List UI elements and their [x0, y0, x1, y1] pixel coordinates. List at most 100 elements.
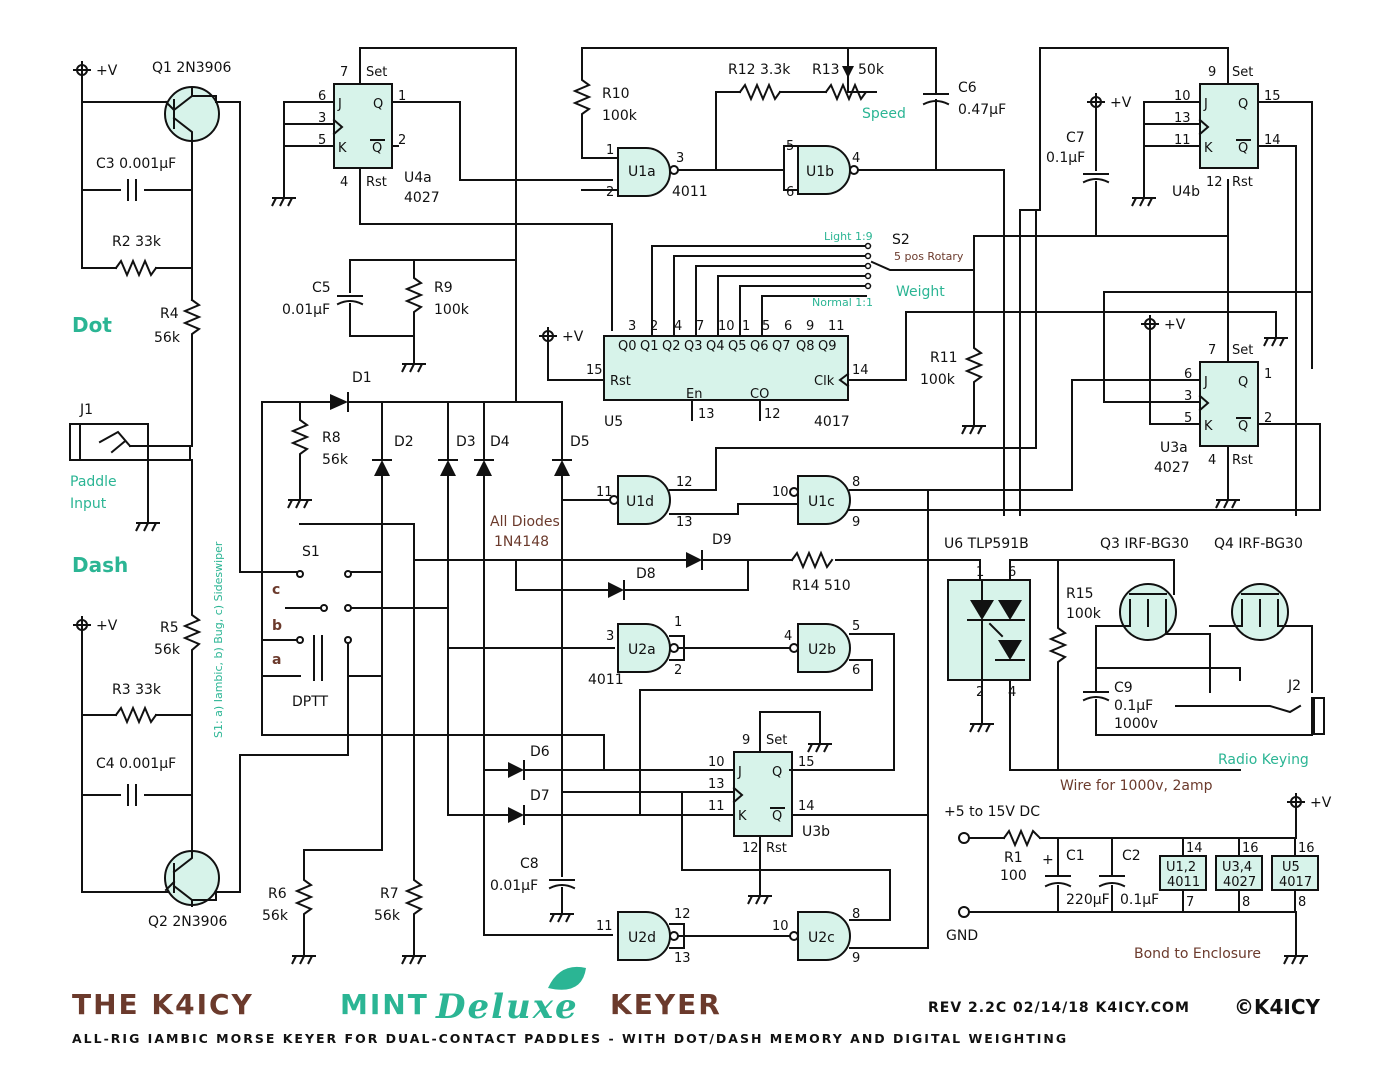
svg-text:13: 13 — [708, 777, 725, 792]
ic-u12: U1,2 — [1166, 860, 1196, 875]
u3a-label: U3a — [1160, 440, 1188, 456]
svg-text:15: 15 — [1264, 89, 1281, 104]
weight-label: Weight — [896, 284, 945, 300]
svg-text:3: 3 — [676, 151, 684, 166]
svg-text:5: 5 — [852, 619, 860, 634]
svg-text:6: 6 — [784, 319, 792, 334]
footer-subtitle: ALL-RIG IAMBIC MORSE KEYER FOR DUAL-CONT… — [72, 1031, 1068, 1046]
r12-label: R12 3.3k — [728, 62, 791, 78]
svg-text:1: 1 — [674, 615, 682, 630]
u4b-set: Set — [1232, 65, 1253, 80]
r10-label: R10 — [602, 86, 630, 102]
svg-text:4: 4 — [784, 629, 792, 644]
svg-text:Q8: Q8 — [796, 339, 815, 354]
svg-text:4: 4 — [1008, 685, 1016, 700]
u1d-label: U1d — [626, 494, 654, 510]
svg-text:1: 1 — [1264, 367, 1272, 382]
svg-text:7: 7 — [1208, 343, 1216, 358]
svg-text:11: 11 — [596, 485, 613, 500]
r1-label: R1 — [1004, 850, 1023, 866]
dash-section: Dash +V R5 56k R3 33k C4 0.001µF Q2 2N39… — [72, 459, 349, 930]
dptt-label: DPTT — [292, 694, 329, 710]
c2-label: C2 — [1122, 848, 1141, 864]
svg-text:Q: Q — [772, 809, 782, 824]
u5-chip: 4017 — [814, 414, 850, 430]
svg-text:11: 11 — [596, 919, 613, 934]
r7-value: 56k — [374, 908, 401, 924]
svg-text:6: 6 — [318, 89, 326, 104]
r8-label: R8 — [322, 430, 341, 446]
svg-text:11: 11 — [708, 799, 725, 814]
u4a-rst: Rst — [366, 175, 387, 190]
svg-text:10: 10 — [1174, 89, 1191, 104]
svg-text:3: 3 — [628, 319, 636, 334]
vplus-label-4: +V — [1110, 95, 1132, 111]
u5-co: CO — [750, 387, 769, 402]
r5-label: R5 — [160, 620, 179, 636]
svg-text:8: 8 — [852, 475, 860, 490]
svg-text:Q0: Q0 — [618, 339, 637, 354]
output-stage: U6 TLP591B 1 6 2 4 R15 100k Q3 IRF-BG30 … — [944, 536, 1325, 794]
footer-title-a: THE K4ICY — [72, 988, 254, 1021]
svg-text:12: 12 — [742, 841, 759, 856]
u4b-flipflop: J Q K Q 9 Set 12 Rst 10 13 11 15 14 U4b … — [1019, 47, 1313, 516]
u3b-rst: Rst — [766, 841, 787, 856]
u3a-chip: 4027 — [1154, 460, 1190, 476]
u4a-chip: 4027 — [404, 190, 440, 206]
all-diodes-label-2: 1N4148 — [494, 534, 549, 550]
d1-label: D1 — [352, 370, 372, 386]
c1-value: 220µF — [1066, 892, 1110, 908]
svg-text:12: 12 — [1206, 175, 1223, 190]
svg-text:10: 10 — [718, 319, 735, 334]
svg-text:7: 7 — [340, 65, 348, 80]
r11-label: R11 — [930, 350, 958, 366]
svg-text:3: 3 — [606, 629, 614, 644]
svg-text:14: 14 — [1186, 841, 1203, 856]
svg-text:9: 9 — [742, 733, 750, 748]
svg-text:Q4: Q4 — [706, 339, 725, 354]
c3-label: C3 0.001µF — [96, 156, 176, 172]
u5-en: En — [686, 387, 702, 402]
u4a-label: U4a — [404, 170, 432, 186]
u4b-label: U4b — [1172, 184, 1200, 200]
d8-d9-r14: D9 D8 R14 510 — [413, 532, 981, 600]
u1cd-gates: U1d 11 12 13 U1c 10 8 9 — [561, 209, 1073, 949]
svg-text:2: 2 — [398, 133, 406, 148]
svg-text:15: 15 — [586, 363, 603, 378]
dash-label: Dash — [72, 553, 128, 577]
ic-u12-chip: 4011 — [1167, 875, 1200, 890]
footer-rev: REV 2.2C 02/14/18 K4ICY.COM — [928, 1000, 1190, 1016]
svg-text:Q: Q — [1238, 97, 1248, 112]
power-supply: +5 to 15V DC R1 100 + C1 220µF C2 0.1µF … — [944, 792, 1332, 965]
svg-text:12: 12 — [674, 907, 691, 922]
svg-text:Q: Q — [1238, 141, 1248, 156]
svg-text:10: 10 — [772, 485, 789, 500]
d6-label: D6 — [530, 744, 550, 760]
bond-label: Bond to Enclosure — [1134, 946, 1261, 962]
c5-label: C5 — [312, 280, 331, 296]
u3b-flipflop: J Q K Q 9 Set 12 Rst 10 13 11 15 14 U3b … — [483, 711, 929, 923]
c1-label: C1 — [1066, 848, 1085, 864]
r13-label: R13 — [812, 62, 840, 78]
svg-text:9: 9 — [852, 515, 860, 530]
d7-label: D7 — [530, 788, 550, 804]
svg-text:8: 8 — [1298, 895, 1306, 910]
paddle-input-label-1: Paddle — [70, 474, 117, 490]
u2ab-gates: U2a 3 1 2 4011 U2b 4 5 6 — [447, 615, 895, 816]
svg-text:K: K — [1204, 419, 1213, 434]
j1-label: J1 — [79, 402, 93, 418]
c9-value-1: 0.1µF — [1114, 698, 1153, 714]
c7-value: 0.1µF — [1046, 150, 1085, 166]
r6-r7: R6 56k R7 56k — [262, 849, 427, 965]
r9-value: 100k — [434, 302, 470, 318]
r15-value: 100k — [1066, 606, 1102, 622]
svg-text:Q: Q — [1238, 375, 1248, 390]
c8-value: 0.01µF — [490, 878, 538, 894]
u4a-set: Set — [366, 65, 387, 80]
r8-value: 56k — [322, 452, 349, 468]
svg-text:9: 9 — [852, 951, 860, 966]
svg-text:13: 13 — [676, 515, 693, 530]
footer-title-mint: MINT — [340, 988, 429, 1021]
leaf-logo-icon — [548, 966, 586, 990]
u1a-label: U1a — [628, 164, 656, 180]
